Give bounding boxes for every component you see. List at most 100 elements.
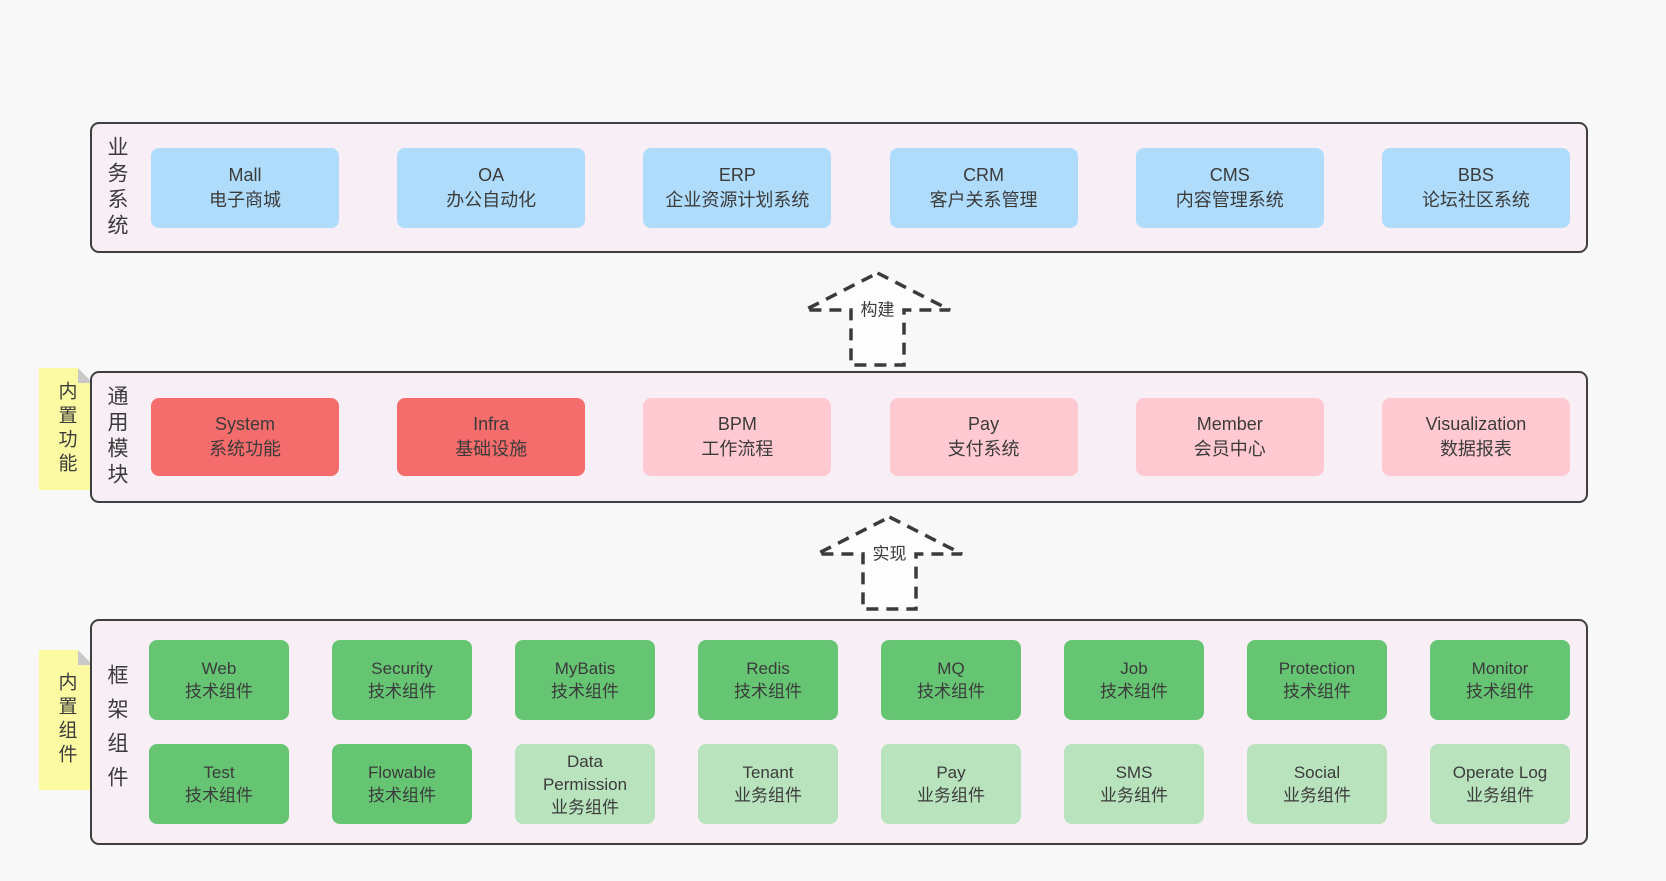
box-title: MQ xyxy=(937,659,965,678)
mq-component-box: MQ 技术组件 xyxy=(881,640,1021,720)
box-title: Social xyxy=(1293,763,1341,782)
erp-box: ERP 企业资源计划系统 xyxy=(643,147,832,228)
box-title: OA xyxy=(478,164,505,185)
tenant-component-box: Tenant 业务组件 xyxy=(698,744,838,824)
box-subtitle: 技术组件 xyxy=(368,786,436,805)
box-subtitle: 技术组件 xyxy=(1466,682,1534,701)
box-subtitle: 企业资源计划系统 xyxy=(665,189,810,210)
sms-component-box: SMS 业务组件 xyxy=(1064,744,1204,824)
box-subtitle: 技术组件 xyxy=(917,682,985,701)
box-title: MyBatis xyxy=(554,659,616,678)
mall-box: Mall 电子商城 xyxy=(151,147,339,228)
box-subtitle: 技术组件 xyxy=(185,682,253,701)
box-subtitle: 办公自动化 xyxy=(446,189,537,210)
box-subtitle: 技术组件 xyxy=(734,682,802,701)
box-subtitle: 技术组件 xyxy=(1283,682,1351,701)
web-component-box: Web 技术组件 xyxy=(149,640,289,720)
operate-log-component-box: Operate Log 业务组件 xyxy=(1430,744,1570,824)
layer-title-framework-components: 框架组件 xyxy=(105,664,128,800)
security-component-box: Security 技术组件 xyxy=(332,640,472,720)
box-title: Job xyxy=(1120,659,1148,678)
box-subtitle: 业务组件 xyxy=(1100,786,1168,805)
pay-component-box: Pay 业务组件 xyxy=(881,744,1021,824)
visualization-box: Visualization 数据报表 xyxy=(1381,398,1570,476)
test-component-box: Test 技术组件 xyxy=(149,744,289,824)
built-in-features-sticky-note: 内置功能 xyxy=(39,368,93,490)
box-title: Pay xyxy=(968,414,1000,434)
common-modules-box-row: System 系统功能 Infra 基础设施 BPM 工作流程 Pay 支付系统… xyxy=(127,373,1586,501)
box-title: Tenant xyxy=(742,763,794,782)
box-title: ERP xyxy=(718,164,756,185)
monitor-component-box: Monitor 技术组件 xyxy=(1430,640,1570,720)
box-title: BPM xyxy=(717,414,757,434)
box-subtitle: 电子商城 xyxy=(209,189,281,210)
system-box: System 系统功能 xyxy=(151,398,339,476)
box-title: Mall xyxy=(228,164,262,185)
data-permission-component-box: Data Permission 业务组件 xyxy=(515,744,655,824)
framework-components-grid: Web 技术组件 Security 技术组件 MyBatis 技术组件 Redi… xyxy=(127,621,1586,843)
oa-box: OA 办公自动化 xyxy=(397,147,586,228)
box-subtitle: 工作流程 xyxy=(701,439,774,459)
box-subtitle: 业务组件 xyxy=(551,797,619,817)
box-subtitle: 基础设施 xyxy=(455,439,528,459)
box-title: Test xyxy=(203,763,235,782)
mybatis-component-box: MyBatis 技术组件 xyxy=(515,640,655,720)
implement-arrow: 实现 xyxy=(812,514,967,612)
bpm-box: BPM 工作流程 xyxy=(643,398,832,476)
framework-components-row-1: Web 技术组件 Security 技术组件 MyBatis 技术组件 Redi… xyxy=(149,640,1570,720)
layer-common-modules: 通用模块 System 系统功能 Infra 基础设施 BPM 工作流程 Pay… xyxy=(90,371,1588,503)
box-subtitle: 内容管理系统 xyxy=(1175,189,1284,210)
layer-business-systems: 业务系统 Mall 电子商城 OA 办公自动化 ERP 企业资源计划系统 CRM… xyxy=(90,122,1588,253)
sticky-note-label: 内置功能 xyxy=(55,381,77,477)
redis-component-box: Redis 技术组件 xyxy=(698,640,838,720)
box-title: Pay xyxy=(936,763,966,782)
box-title: CRM xyxy=(963,164,1005,185)
sticky-note-label: 内置组件 xyxy=(55,672,77,768)
build-arrow-label: 构建 xyxy=(855,298,900,322)
bbs-box: BBS 论坛社区系统 xyxy=(1381,147,1570,228)
box-subtitle: 业务组件 xyxy=(1466,786,1534,805)
box-title: Redis xyxy=(746,659,790,678)
box-subtitle: 论坛社区系统 xyxy=(1421,189,1530,210)
box-subtitle: 客户关系管理 xyxy=(929,189,1038,210)
box-title: BBS xyxy=(1457,164,1494,185)
crm-box: CRM 客户关系管理 xyxy=(889,147,1078,228)
job-component-box: Job 技术组件 xyxy=(1064,640,1204,720)
cms-box: CMS 内容管理系统 xyxy=(1135,147,1324,228)
protection-component-box: Protection 技术组件 xyxy=(1247,640,1387,720)
business-systems-box-row: Mall 电子商城 OA 办公自动化 ERP 企业资源计划系统 CRM 客户关系… xyxy=(127,124,1586,251)
framework-components-row-2: Test 技术组件 Flowable 技术组件 Data Permission … xyxy=(149,744,1570,824)
box-subtitle: 系统功能 xyxy=(209,439,281,459)
layer-title-common-modules: 通用模块 xyxy=(105,385,128,489)
box-subtitle: 技术组件 xyxy=(551,682,619,701)
flowable-component-box: Flowable 技术组件 xyxy=(332,744,472,824)
social-component-box: Social 业务组件 xyxy=(1247,744,1387,824)
layer-framework-components: 框架组件 Web 技术组件 Security 技术组件 MyBatis 技术组件… xyxy=(90,619,1588,845)
box-title: CMS xyxy=(1209,164,1250,185)
box-title: Web xyxy=(201,659,237,678)
box-title: Security xyxy=(371,659,433,678)
box-title: Member xyxy=(1196,414,1263,434)
box-subtitle: 业务组件 xyxy=(734,786,802,805)
build-arrow: 构建 xyxy=(800,270,955,368)
layer-title-business-systems: 业务系统 xyxy=(105,135,128,240)
member-box: Member 会员中心 xyxy=(1135,398,1324,476)
box-title: Visualization xyxy=(1425,414,1527,434)
box-subtitle: 技术组件 xyxy=(1100,682,1168,701)
box-title: Protection xyxy=(1278,659,1356,678)
box-title: Flowable xyxy=(367,763,437,782)
built-in-components-sticky-note: 内置组件 xyxy=(39,650,93,790)
box-title: Operate Log xyxy=(1452,763,1548,782)
box-title: System xyxy=(214,414,275,434)
pay-module-box: Pay 支付系统 xyxy=(889,398,1078,476)
box-title: Infra xyxy=(473,414,510,434)
infra-box: Infra 基础设施 xyxy=(397,398,586,476)
box-subtitle: 业务组件 xyxy=(917,786,985,805)
implement-arrow-label: 实现 xyxy=(867,542,912,566)
box-subtitle: 数据报表 xyxy=(1439,439,1512,459)
box-subtitle: 技术组件 xyxy=(185,786,253,805)
box-subtitle: 业务组件 xyxy=(1283,786,1351,805)
box-subtitle: 支付系统 xyxy=(947,439,1020,459)
box-title: Data Permission xyxy=(542,751,628,794)
box-title: Monitor xyxy=(1471,659,1529,678)
